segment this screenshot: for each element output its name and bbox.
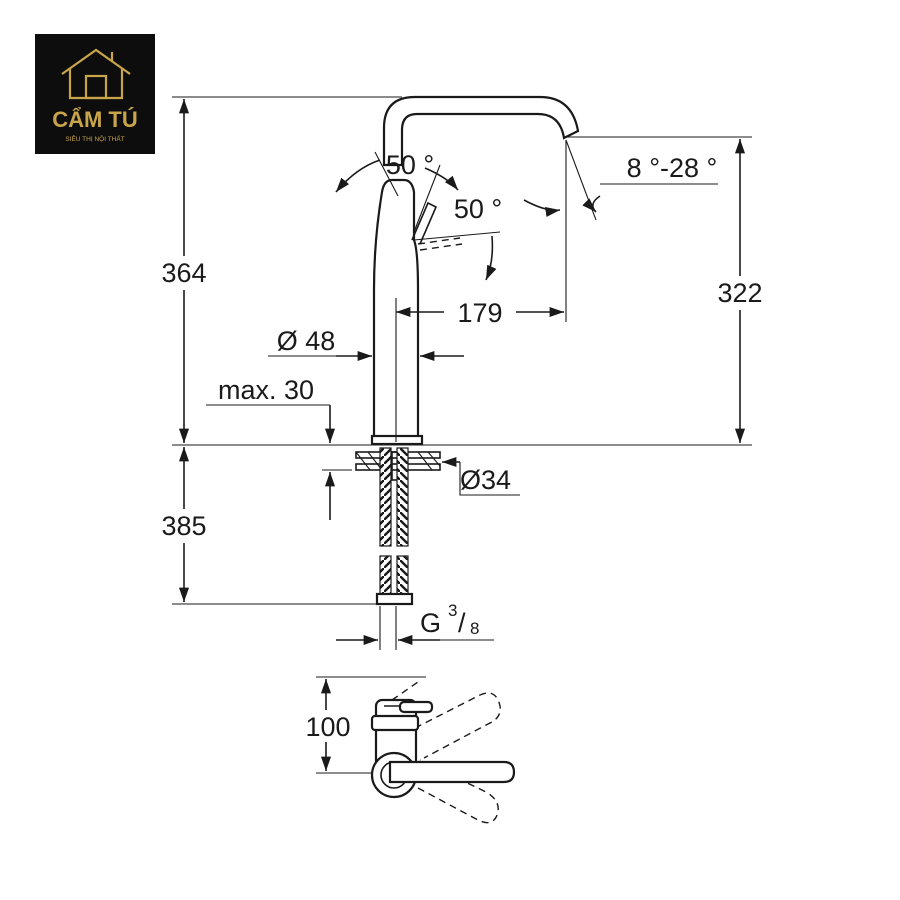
hole-diameter-label: Ø34: [460, 465, 511, 495]
fraction-slash: /: [458, 608, 466, 638]
lever-top-view: [388, 760, 516, 784]
mounting-assembly: [355, 447, 441, 606]
house-icon: [61, 48, 131, 100]
base-collar: [370, 434, 424, 446]
handle-angle-left-label: 50 °: [386, 150, 434, 180]
connection-thread-label: G: [420, 608, 441, 638]
lever-clearance-label: 100: [305, 712, 350, 742]
spout-reach-label: 179: [457, 298, 502, 328]
handle-angle-right-label: 50 °: [454, 194, 502, 224]
angle-arc-left: [335, 159, 381, 193]
connection-fraction-numerator: 3: [448, 601, 457, 620]
lever-swing-right: [417, 759, 499, 824]
spout-tilt-label: 8 °-28 °: [627, 153, 718, 183]
hose-right: [396, 447, 409, 547]
spout: [382, 95, 580, 167]
spout-height-label: 322: [717, 278, 762, 308]
lever-handle: [411, 201, 438, 245]
faucet-side-view: [335, 95, 580, 606]
hose-left: [379, 447, 392, 547]
logo-brand-text: CẨM TÚ: [52, 107, 138, 132]
hose-length-label: 385: [161, 511, 206, 541]
max-thickness-label: max. 30: [218, 375, 314, 405]
connection-fraction-denominator: 8: [470, 619, 479, 638]
faucet-top-view: 100: [298, 676, 516, 824]
angle-arc-right: [485, 235, 497, 281]
total-height-label: 364: [161, 258, 206, 288]
logo-tagline: SIÊU THỊ NỘI THẤT: [65, 133, 124, 143]
body-diameter-label: Ø 48: [277, 326, 336, 356]
brand-logo: CẨM TÚ SIÊU THỊ NỘI THẤT: [35, 34, 155, 154]
lever-swing-left: [414, 692, 501, 759]
hose-connector: [375, 592, 414, 606]
